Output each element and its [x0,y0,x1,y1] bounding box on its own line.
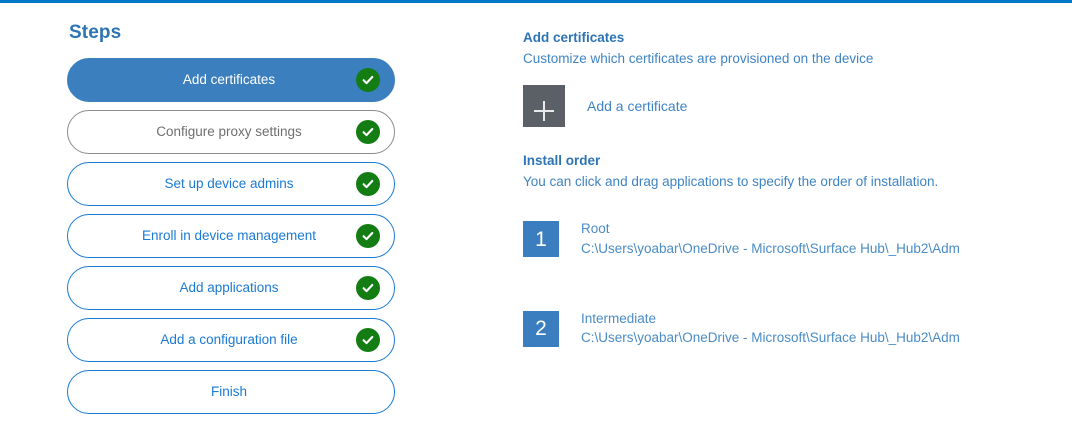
add-certificate-label: Add a certificate [587,98,688,115]
detail-title: Add certificates [523,30,625,45]
step-button-set-up-device-admins[interactable]: Set up device admins [67,162,395,206]
check-icon [356,276,380,300]
check-icon [356,224,380,248]
step-button-add-certificates[interactable]: Add certificates [67,58,395,102]
check-icon [356,172,380,196]
step-label: Set up device admins [164,176,294,192]
order-number-badge: 1 [523,221,559,258]
install-order-section: Install order You can click and drag app… [523,153,1053,347]
order-item-path: C:\Users\yoabar\OneDrive - Microsoft\Sur… [581,330,960,346]
plus-icon [523,85,565,128]
step-button-enroll-in-device-management[interactable]: Enroll in device management [67,214,395,258]
check-icon [356,68,380,92]
order-item-name: Root [581,221,610,237]
step-label: Finish [210,384,247,400]
order-item-path: C:\Users\yoabar\OneDrive - Microsoft\Sur… [581,241,960,256]
order-number-badge: 2 [523,310,559,347]
step-label: Add applications [179,280,279,296]
top-accent-rule [0,0,1072,3]
add-certificate-button[interactable]: Add a certificate [523,85,723,128]
step-label: Add a configuration file [160,332,298,348]
step-button-add-a-configuration-file[interactable]: Add a configuration file [67,318,395,362]
check-icon [356,328,380,352]
install-order-title: Install order [523,153,601,169]
detail-panel: Add certificates Customize which certifi… [523,30,1053,400]
step-label: Configure proxy settings [156,124,302,140]
step-button-finish[interactable]: Finish [67,370,395,414]
steps-heading: Steps [69,22,122,43]
detail-subtitle: Customize which certificates are provisi… [523,51,874,66]
step-button-configure-proxy-settings[interactable]: Configure proxy settings [67,110,395,154]
order-item-name: Intermediate [581,310,657,326]
step-label: Enroll in device management [141,228,317,244]
step-button-add-applications[interactable]: Add applications [67,266,395,310]
step-label: Add certificates [182,72,276,88]
install-order-description: You can click and drag applications to s… [523,174,939,190]
check-icon [356,120,380,144]
